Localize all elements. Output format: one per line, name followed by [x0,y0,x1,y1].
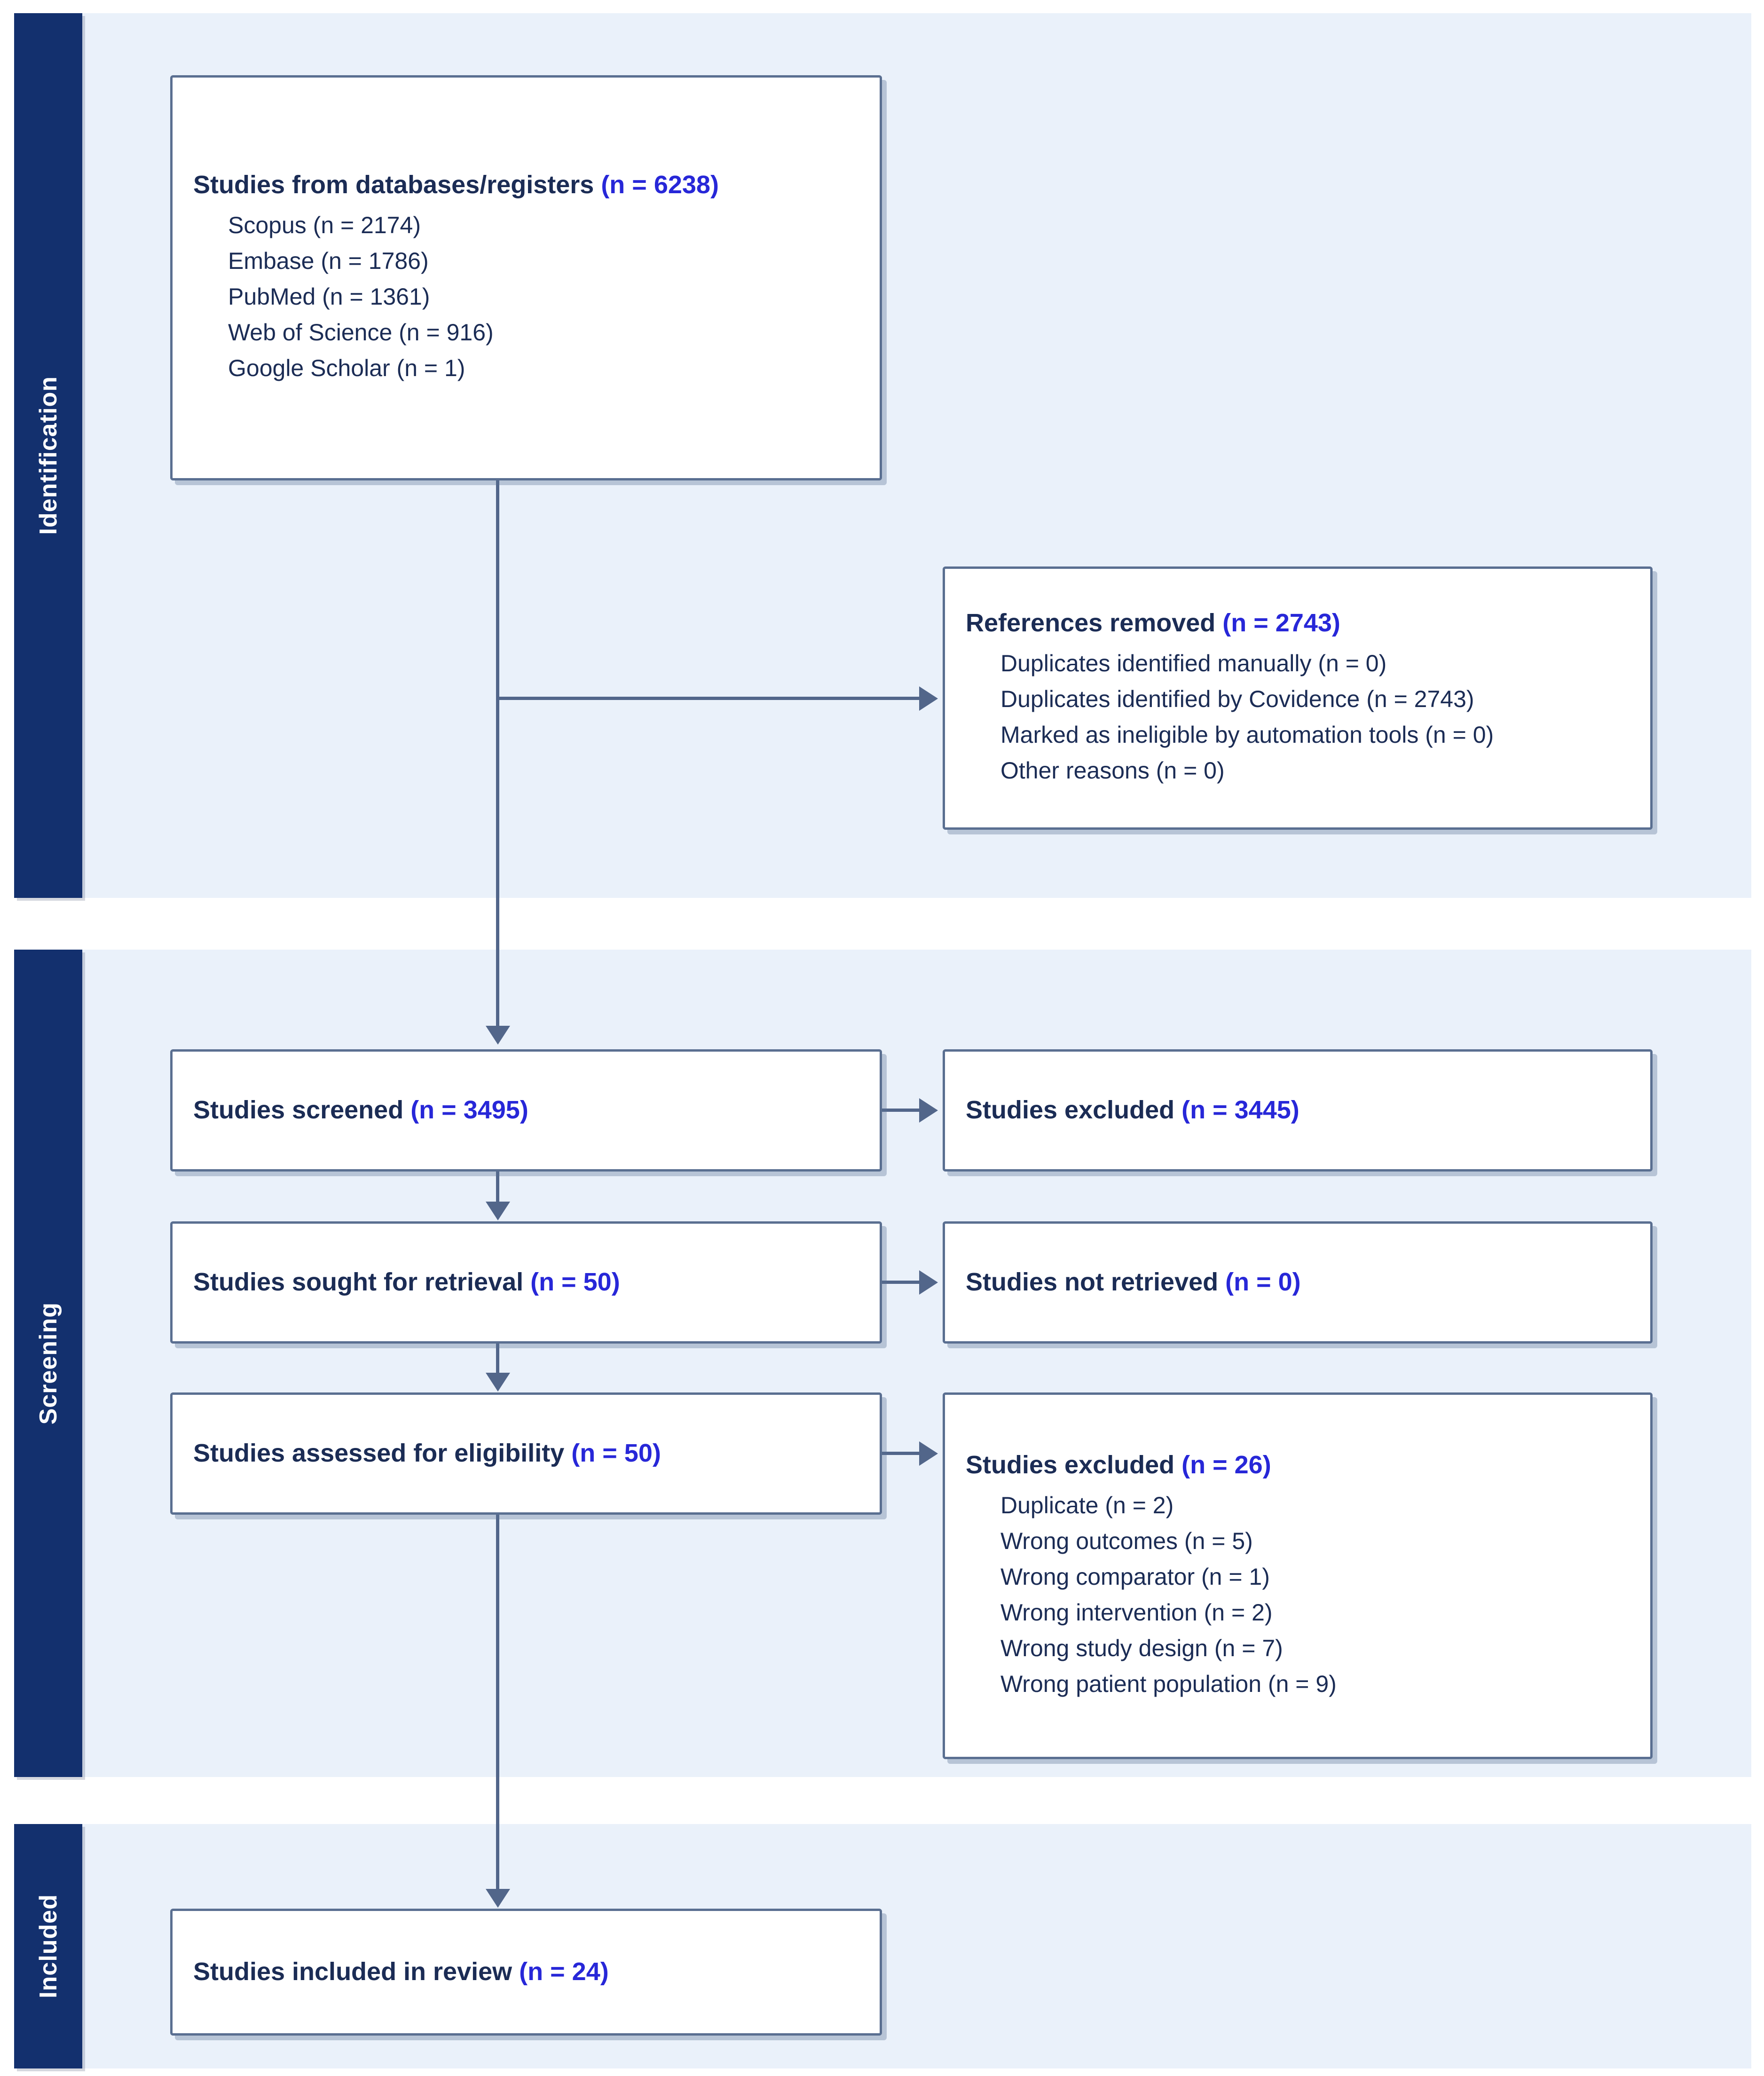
list-item: Web of Science (n = 916) [228,319,494,346]
stage-label-identification: Identification [14,13,82,898]
box-excluded-screening-title: Studies excluded (n = 3445) [966,1095,1630,1126]
box-not-retrieved-title: Studies not retrieved (n = 0) [966,1267,1630,1298]
stage-label-included: Included [14,1824,82,2068]
box-studies-screened: Studies screened (n = 3495) [170,1049,882,1172]
list-item: Wrong intervention (n = 2) [1000,1599,1273,1626]
box-excluded-eligibility-list: Duplicate (n = 2) Wrong outcomes (n = 5)… [966,1487,1630,1702]
arrowhead-into-excluded-eligibility [919,1441,938,1466]
box-excluded-eligibility-count: (n = 26) [1181,1451,1271,1479]
box-removed-title-text: References removed [966,609,1223,637]
box-sought-count: (n = 50) [530,1268,620,1297]
box-excluded-eligibility-title-text: Studies excluded [966,1451,1182,1479]
box-assessed-count: (n = 50) [571,1439,661,1468]
box-studies-not-retrieved: Studies not retrieved (n = 0) [943,1221,1653,1344]
box-screened-title: Studies screened (n = 3495) [193,1095,859,1126]
list-item: Wrong outcomes (n = 5) [1000,1527,1253,1554]
list-item: Duplicates identified manually (n = 0) [1000,650,1387,676]
connector-sources-to-removed [496,697,919,700]
box-sources-title: Studies from databases/registers (n = 62… [193,170,859,201]
box-included-title: Studies included in review (n = 24) [193,1957,859,1988]
box-removed-list: Duplicates identified manually (n = 0) D… [966,645,1630,788]
box-included-title-text: Studies included in review [193,1958,520,1986]
list-item: Embase (n = 1786) [228,247,429,274]
list-item: Google Scholar (n = 1) [228,354,465,381]
connector-sought-to-assessed [496,1344,499,1374]
arrowhead-into-excluded-screening [919,1098,938,1123]
box-sought-title-text: Studies sought for retrieval [193,1268,531,1297]
box-excluded-screening-count: (n = 3445) [1181,1096,1299,1124]
arrowhead-into-removed [919,686,938,711]
list-item: Other reasons (n = 0) [1000,757,1225,784]
box-studies-from-databases: Studies from databases/registers (n = 62… [170,75,882,480]
box-sources-count: (n = 6238) [601,171,719,199]
list-item: Wrong comparator (n = 1) [1000,1563,1270,1590]
stage-label-included-text: Included [34,1894,62,1998]
list-item: Marked as ineligible by automation tools… [1000,721,1494,748]
box-screened-title-text: Studies screened [193,1096,411,1124]
arrowhead-into-included [486,1889,510,1908]
box-not-retrieved-title-text: Studies not retrieved [966,1268,1226,1297]
stage-label-screening: Screening [14,950,82,1777]
stage-label-identification-text: Identification [34,376,62,535]
list-item: PubMed (n = 1361) [228,283,430,310]
connector-sources-to-screened [496,480,499,1026]
arrowhead-into-notretrieved [919,1270,938,1295]
box-excluded-eligibility-title: Studies excluded (n = 26) [966,1450,1630,1481]
list-item: Wrong study design (n = 7) [1000,1635,1283,1661]
box-sought-title: Studies sought for retrieval (n = 50) [193,1267,859,1298]
arrowhead-into-assessed [486,1373,510,1392]
box-removed-count: (n = 2743) [1222,609,1340,637]
arrowhead-into-screened [486,1026,510,1045]
list-item: Duplicate (n = 2) [1000,1492,1174,1518]
box-included-count: (n = 24) [519,1958,609,1986]
box-screened-count: (n = 3495) [410,1096,528,1124]
list-item: Duplicates identified by Covidence (n = … [1000,685,1474,712]
connector-assessed-to-excluded [882,1452,920,1455]
box-studies-excluded-eligibility: Studies excluded (n = 26) Duplicate (n =… [943,1392,1653,1759]
box-studies-included-in-review: Studies included in review (n = 24) [170,1909,882,2036]
arrowhead-into-sought [486,1202,510,1220]
connector-screened-to-sought [496,1172,499,1203]
box-not-retrieved-count: (n = 0) [1225,1268,1301,1297]
list-item: Wrong patient population (n = 9) [1000,1670,1337,1697]
box-studies-assessed-for-eligibility: Studies assessed for eligibility (n = 50… [170,1392,882,1515]
box-sources-list: Scopus (n = 2174) Embase (n = 1786) PubM… [193,207,859,386]
connector-sought-to-notretrieved [882,1281,920,1284]
box-removed-title: References removed (n = 2743) [966,608,1630,639]
connector-assessed-to-included [496,1515,499,1890]
box-excluded-screening-title-text: Studies excluded [966,1096,1182,1124]
box-sources-title-text: Studies from databases/registers [193,171,601,199]
box-assessed-title: Studies assessed for eligibility (n = 50… [193,1438,859,1469]
connector-screened-to-excluded [882,1109,920,1112]
box-studies-sought-for-retrieval: Studies sought for retrieval (n = 50) [170,1221,882,1344]
list-item: Scopus (n = 2174) [228,212,421,238]
stage-label-screening-text: Screening [34,1302,62,1425]
box-assessed-title-text: Studies assessed for eligibility [193,1439,572,1468]
box-references-removed: References removed (n = 2743) Duplicates… [943,566,1653,830]
box-studies-excluded-screening: Studies excluded (n = 3445) [943,1049,1653,1172]
